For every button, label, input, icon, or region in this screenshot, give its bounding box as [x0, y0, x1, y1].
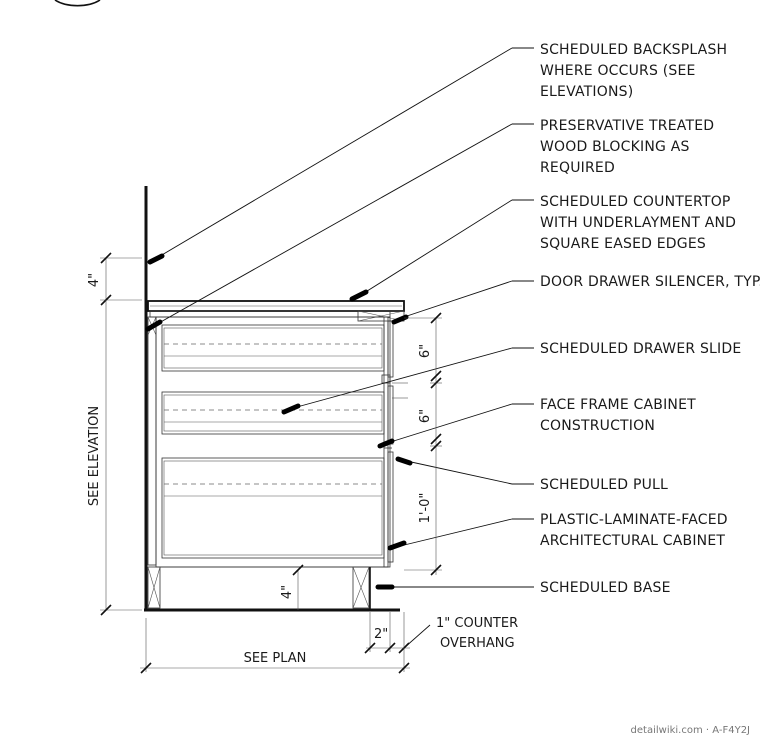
leaders [145, 47, 534, 590]
dim-see-elevation: SEE ELEVATION [87, 406, 102, 506]
dim-toe-kick: 4" [280, 585, 295, 599]
note-countertop: SCHEDULED COUNTERTOP WITH UNDERLAYMENT A… [540, 194, 741, 252]
drawer-1 [161, 324, 385, 372]
note-silencer: DOOR DRAWER SILENCER, TYP. [540, 274, 760, 290]
note-pull: SCHEDULED PULL [540, 477, 668, 493]
note-drawer-slide: SCHEDULED DRAWER SLIDE [540, 341, 741, 357]
note-backsplash: SCHEDULED BACKSPLASH WHERE OCCURS (SEE E… [540, 42, 732, 100]
detail-bubble-fragment [54, 0, 101, 7]
dim-drawer-2: 6" [418, 409, 433, 423]
cabinet-box [155, 316, 389, 568]
dimension-lines [100, 252, 442, 674]
note-cabinet: PLASTIC-LAMINATE-FACED ARCHITECTURAL CAB… [540, 512, 732, 549]
toe-kick-base [147, 566, 388, 610]
note-face-frame: FACE FRAME CABINET CONSTRUCTION [540, 397, 701, 434]
dim-backsplash-height: 4" [87, 273, 102, 287]
watermark: detailwiki.com · A-F4Y2J [631, 725, 750, 736]
dim-counter-overhang: 1" COUNTER OVERHANG [436, 616, 522, 651]
dim-see-plan: SEE PLAN [244, 651, 307, 666]
drawer-3 [161, 457, 385, 559]
dim-overhang: 2" [374, 627, 388, 642]
dim-drawer-3: 1'-0" [418, 493, 433, 524]
note-blocking: PRESERVATIVE TREATED WOOD BLOCKING AS RE… [540, 118, 719, 176]
dim-drawer-1: 6" [418, 344, 433, 358]
note-base: SCHEDULED BASE [540, 580, 671, 596]
wood-blocking [147, 316, 157, 566]
drawer-2 [161, 391, 385, 435]
